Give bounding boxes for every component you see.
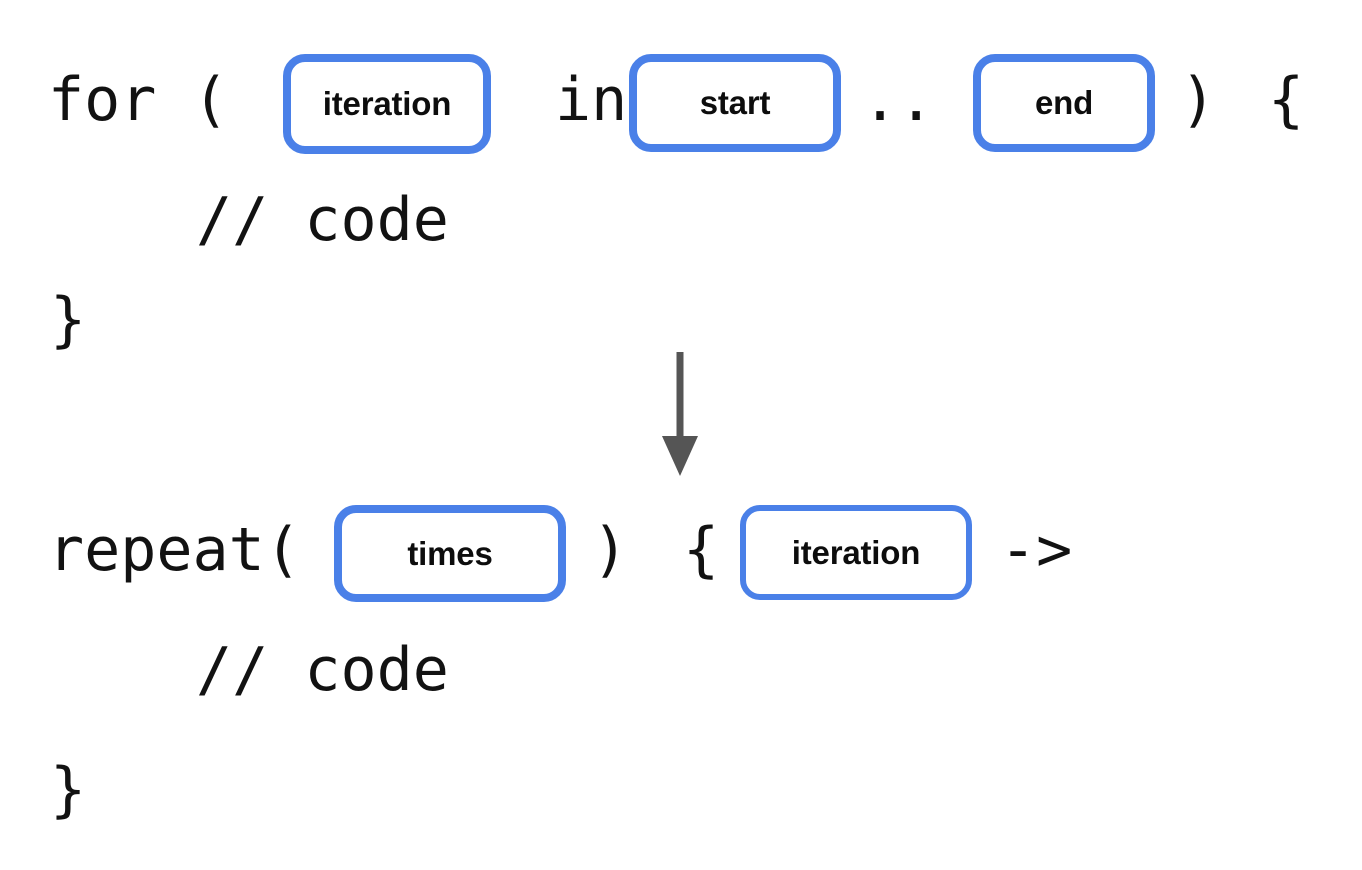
- token-for-open-paren: for (: [48, 65, 229, 135]
- placeholder-label: iteration: [322, 85, 452, 122]
- placeholder-iteration-before[interactable]: iteration: [283, 54, 491, 154]
- placeholder-label: times: [407, 534, 493, 572]
- placeholder-label: start: [699, 84, 771, 121]
- token-close-brace-before: }: [50, 285, 87, 355]
- placeholder-label: end: [1034, 84, 1094, 121]
- placeholder-times[interactable]: times: [334, 505, 566, 602]
- token-close-brace-after: }: [50, 755, 87, 825]
- placeholder-iteration-after[interactable]: iteration: [740, 505, 972, 600]
- token-lambda-arrow: ->: [1000, 515, 1073, 585]
- token-range-operator: ..: [862, 65, 935, 135]
- token-open-brace-after: {: [683, 515, 720, 585]
- token-body-comment-before: // code: [196, 185, 449, 255]
- token-close-paren-before: ): [1180, 65, 1217, 135]
- token-open-brace-before: {: [1268, 65, 1305, 135]
- down-arrow-icon: [640, 350, 740, 480]
- token-close-paren-after: ): [592, 515, 629, 585]
- placeholder-label: iteration: [791, 533, 921, 571]
- placeholder-end[interactable]: end: [973, 54, 1155, 152]
- token-body-comment-after: // code: [196, 635, 449, 705]
- token-in-keyword: in: [555, 65, 628, 135]
- token-repeat-open-paren: repeat(: [48, 515, 301, 585]
- placeholder-start[interactable]: start: [629, 54, 841, 152]
